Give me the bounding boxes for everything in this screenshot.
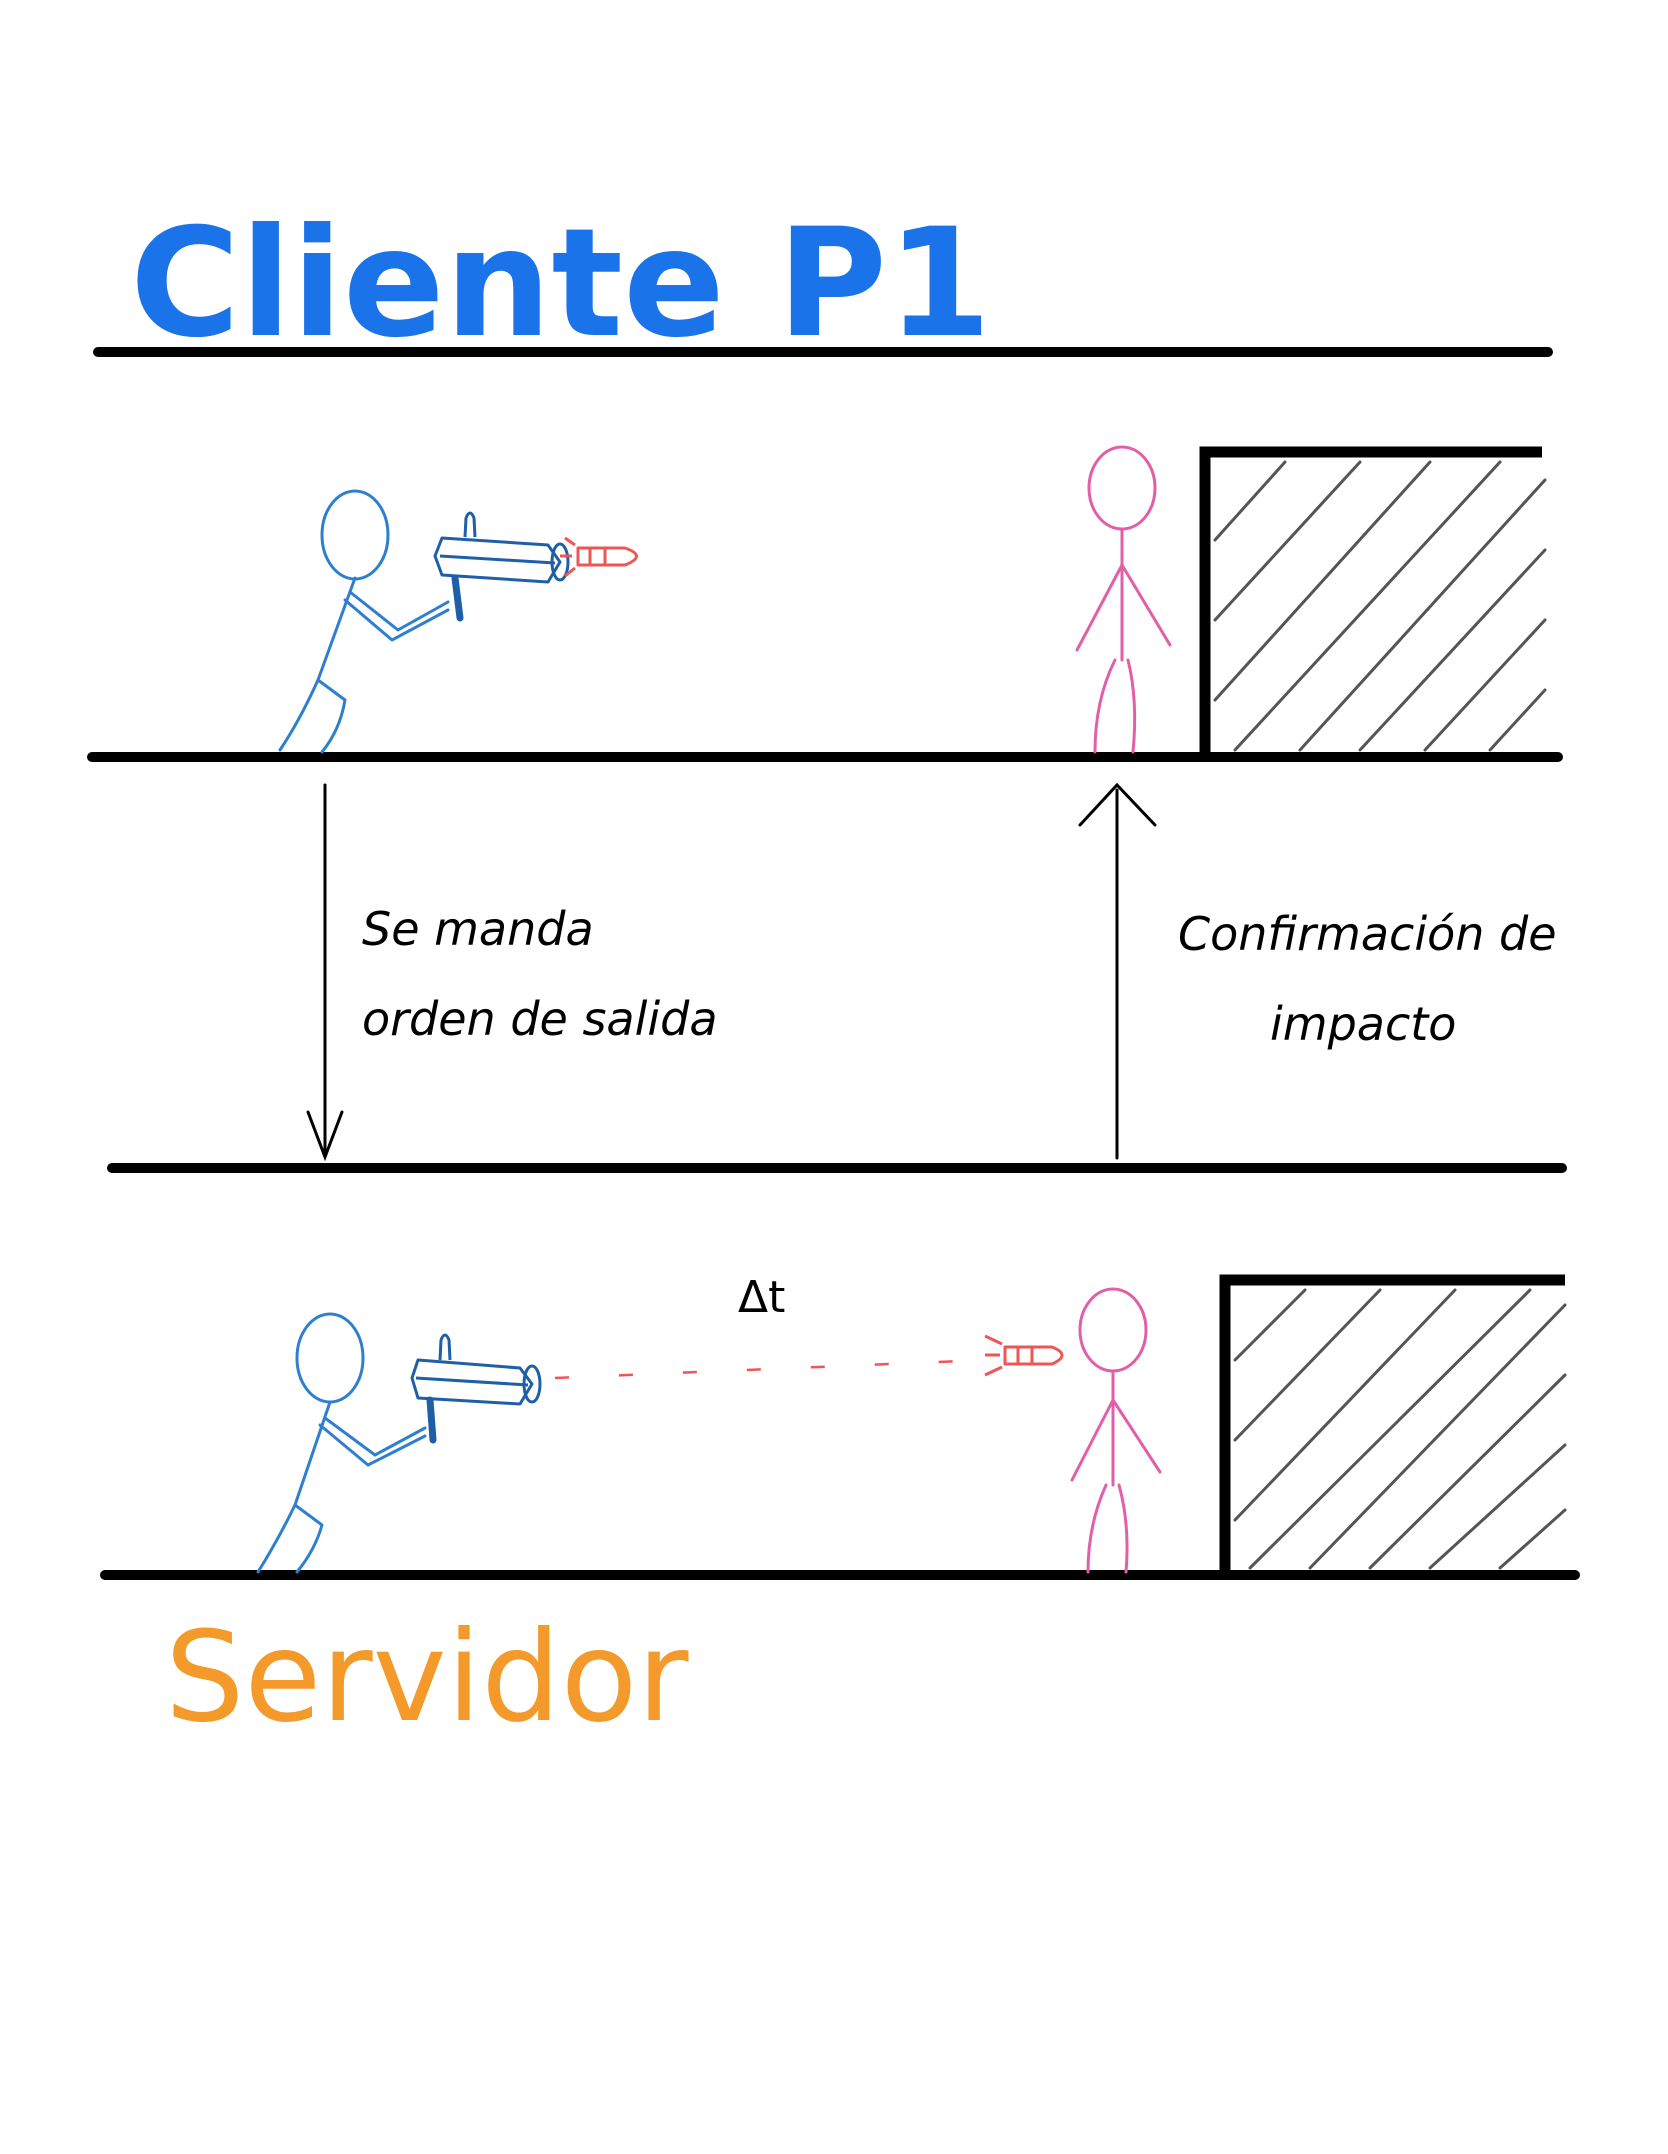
projectile-trajectory [554, 1358, 986, 1380]
wall-icon [1219, 1274, 1567, 1575]
impact-confirm-arrow [1078, 782, 1157, 1160]
send-order-arrow [306, 783, 344, 1162]
wall-icon [1199, 446, 1547, 757]
impact-confirm-line2: impacto [1270, 997, 1456, 1051]
send-order-line1: Se manda [362, 902, 594, 956]
gun-icon [410, 1333, 542, 1444]
shooter-figure-icon [278, 489, 450, 754]
server-title: Servidor [165, 1605, 689, 1750]
projectile-icon [984, 1334, 1064, 1377]
delta-t-label: Δt [738, 1272, 785, 1323]
projectile-icon [560, 536, 638, 578]
impact-confirm-line1: Confirmación de [1178, 907, 1557, 961]
client-title: Cliente P1 [130, 197, 991, 371]
target-figure-icon [1070, 1287, 1162, 1574]
gun-icon [433, 511, 570, 622]
target-figure-icon [1075, 445, 1172, 754]
send-order-line2: orden de salida [362, 992, 718, 1046]
shooter-figure-icon [256, 1312, 427, 1574]
